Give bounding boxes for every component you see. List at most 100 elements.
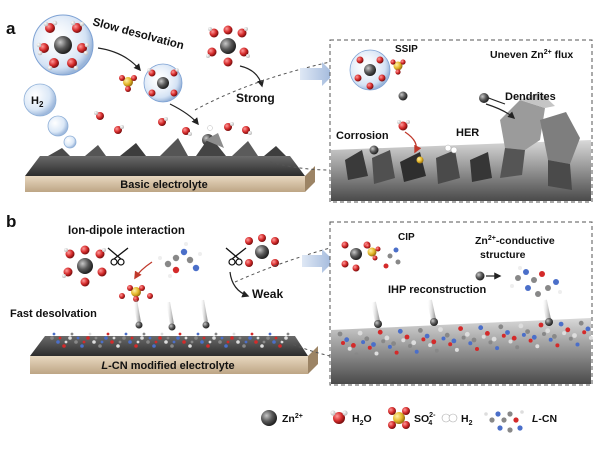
lcn-atom [226,340,230,344]
lcn-atom [575,342,580,347]
lcn-atom [361,340,366,345]
lcn-atom [50,336,54,340]
lcn-atom [262,340,266,344]
legend-zn-label: Zn2+ [282,413,303,425]
lcn-atom [70,332,74,336]
weak-label: Weak [252,287,283,301]
slow-desolvation-label: Slow desolvation [91,16,185,52]
lcn-atom [351,343,356,348]
lcn-atom [92,340,96,344]
lcn-atom [220,336,224,340]
solvated-zn-shell-large [32,14,94,76]
lcn-atom [515,345,520,350]
ihp-label: IHP reconstruction [388,284,486,296]
inset-b-flux-trails [370,299,553,328]
lcn-atom [354,352,359,357]
lcn-atom [200,340,204,344]
inset-a-ssip-shell [349,49,406,91]
lcn-atom [337,331,343,337]
lcn-atom [424,333,430,339]
zn-ion-conductive [475,271,485,281]
her-molecules [397,120,458,164]
lcn-atom [100,340,104,344]
lcn-atom [408,344,412,348]
lcn-atom [206,344,210,348]
lcn-atom [244,340,248,344]
inset-b-lcn-layer [337,320,593,357]
lcn-atom [384,335,390,341]
lcn-atom [188,344,192,348]
lcn-atom [478,325,484,331]
h2-bubble-label: H2 [31,95,44,109]
ssip-label: SSIP [395,44,418,55]
lcn-atom [451,338,457,344]
lcn-atom [458,326,463,331]
lcn-atom [531,334,537,340]
cip-cluster [341,241,401,272]
zn-anode-slab-a [25,133,315,192]
lcn-atom [518,323,524,329]
zoom-connector-b-bottom [281,339,331,357]
basic-electrolyte-label: Basic electrolyte [120,179,207,191]
legend-so4-icon [388,407,410,429]
lcn-atom [468,341,473,346]
legend-h2o-icon [330,410,348,424]
sulfate-ion-b1 [119,285,153,302]
lcn-atom [148,336,152,340]
lcn-atom [461,335,466,340]
lcn-atom [418,328,423,333]
fast-desolvation-label: Fast desolvation [10,308,97,320]
ion-dipole-arrow [134,261,153,280]
lcn-atom [196,332,200,336]
lcn-atom [284,336,288,340]
lcn-atom [158,336,162,340]
lcn-atom [548,337,553,342]
lcn-atom [521,332,526,337]
lcn-atom [202,336,206,340]
slab-b-lcn-layer [50,332,290,348]
lcn-atom [88,332,92,336]
lcn-atom [172,340,176,344]
lcn-atom [58,336,62,340]
lcn-atom [431,339,437,345]
lcn-atom [341,341,345,345]
lcn-atom [286,332,290,336]
zn-flux-trails-b [133,299,210,331]
lcn-atom [166,336,170,340]
lcn-atom [344,337,350,343]
lcn-atom [62,344,66,348]
legend-lcn-label: L-CN [532,413,557,425]
h2-bubbles [23,83,77,149]
lcn-atom [194,336,198,340]
lcn-atom [116,344,120,348]
lcn-atom [64,340,68,344]
lcn-atom [377,329,383,335]
lcn-atom [238,336,242,340]
lcn-atom [118,340,122,344]
cip-label: CIP [398,232,415,243]
lcn-atom [236,340,240,344]
lcn-atom [184,336,188,340]
lcn-atom [242,344,246,348]
lcn-atom [224,344,228,348]
lcn-atom [464,331,470,337]
lcn-atom [98,344,102,348]
lcn-atom [444,332,450,338]
lcn-atom [438,327,443,332]
lcn-atom [80,344,84,348]
lcn-atom [176,336,180,340]
zn-water-cluster-b1 [62,245,107,287]
lcn-atom [82,340,86,344]
sulfate-ion [119,75,137,92]
scissors-icon [107,247,129,266]
zn-water-cluster-b2 [245,234,279,267]
lcn-atom [364,336,370,342]
lcn-atom [124,332,128,336]
zoom-arrow-a [300,62,334,86]
lcn-molecule-inset-b [510,266,562,297]
lcn-atom [112,336,116,340]
corrosion-label: Corrosion [336,130,389,142]
lcn-atom [542,332,546,336]
lcn-atom [68,336,72,340]
dendrites-label: Dendrites [505,91,556,103]
